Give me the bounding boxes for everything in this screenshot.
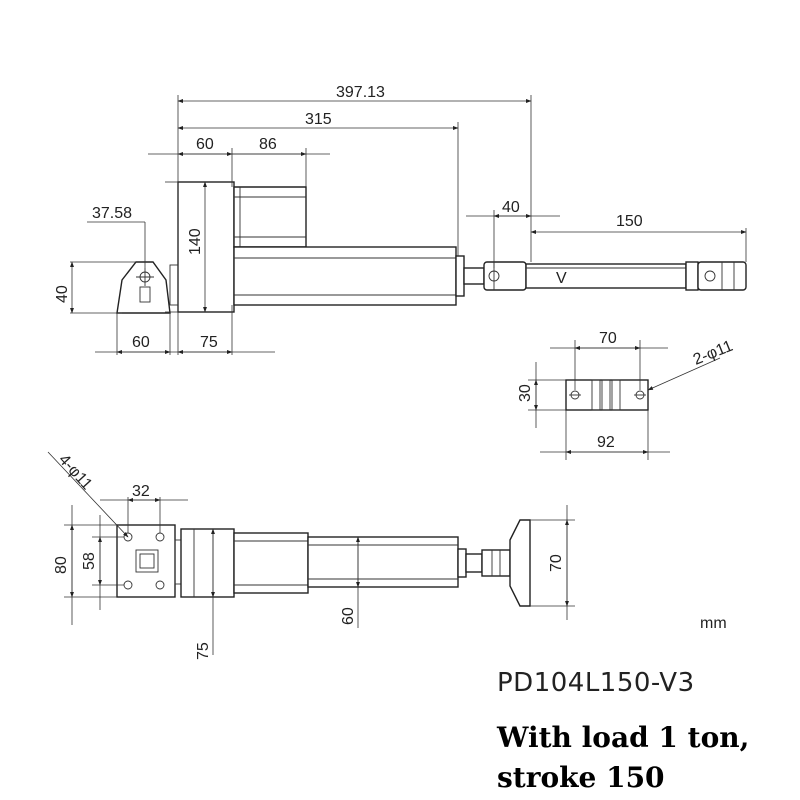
- dim-overall-length: 397.13: [336, 84, 385, 101]
- dim-bracket-length: 92: [597, 434, 615, 451]
- side-view: V 397.13 315 60 86 37.58 140 40: [54, 84, 747, 355]
- dim-rear-height: 80: [53, 556, 70, 574]
- dim-motor-to-tube: 75: [200, 334, 218, 351]
- rod-label: V: [556, 270, 567, 287]
- dim-motor-width: 75: [195, 642, 212, 660]
- bracket-view: 70 2-φ11 30 92: [517, 330, 736, 460]
- dim-retracted-length: 315: [305, 111, 332, 128]
- dim-bracket-hole-spacing: 70: [599, 330, 617, 347]
- top-view: 4-φ11 32 80 58 75 60 70: [47, 451, 575, 660]
- dim-front-bracket: 70: [548, 554, 565, 572]
- dim-rear-inner: 58: [81, 552, 98, 570]
- dim-mount-height: 40: [54, 285, 71, 303]
- dim-rear-holes: 4-φ11: [55, 451, 95, 493]
- dim-mount-width: 60: [132, 334, 150, 351]
- dim-mount-center: 37.58: [92, 205, 132, 222]
- model-number: PD104L150-V3: [497, 668, 695, 698]
- dim-bracket-height: 30: [517, 384, 534, 402]
- dim-bracket-holes: 2-φ11: [691, 338, 736, 369]
- dim-rear-hole-spacing: 32: [132, 483, 150, 500]
- units-label: mm: [700, 615, 727, 632]
- dim-motor-offset: 60: [196, 136, 214, 153]
- dim-tube-width: 60: [340, 607, 357, 625]
- dim-gearbox-length: 86: [259, 136, 277, 153]
- spec-note-line-1: With load 1 ton,: [497, 721, 750, 754]
- dim-rod-end-offset: 40: [502, 199, 520, 216]
- spec-note-line-2: stroke 150: [497, 761, 665, 794]
- dim-stroke: 150: [616, 213, 643, 230]
- dim-motor-height: 140: [187, 228, 204, 255]
- spec-note: With load 1 ton, stroke 150: [497, 718, 749, 798]
